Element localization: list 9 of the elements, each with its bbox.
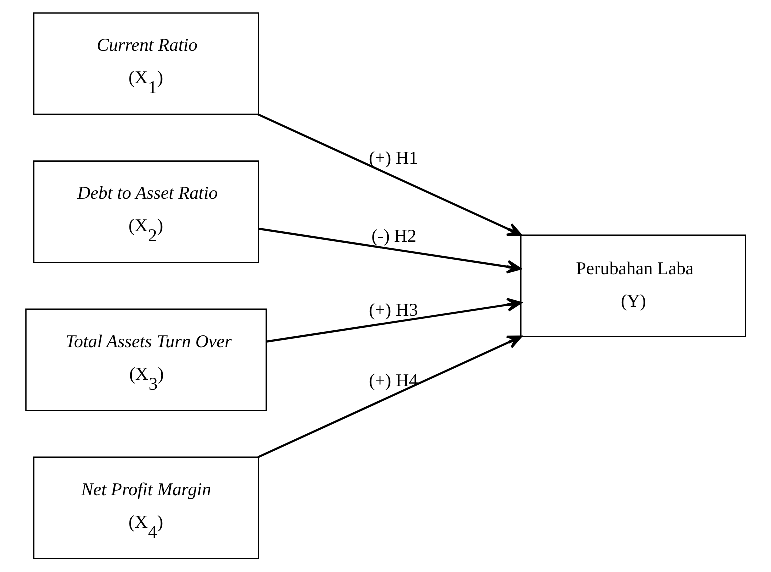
node-box: Perubahan Laba (Y) [520, 234, 746, 338]
edge-label: (+) H1 [368, 148, 418, 168]
arrow [257, 336, 522, 458]
edge-label: (+) H4 [368, 370, 418, 390]
arrow [258, 228, 522, 274]
edge-label: (-) H2 [371, 226, 416, 246]
edge-label: (+) H3 [368, 300, 418, 320]
arrow [257, 114, 522, 236]
arrow [266, 298, 522, 343]
